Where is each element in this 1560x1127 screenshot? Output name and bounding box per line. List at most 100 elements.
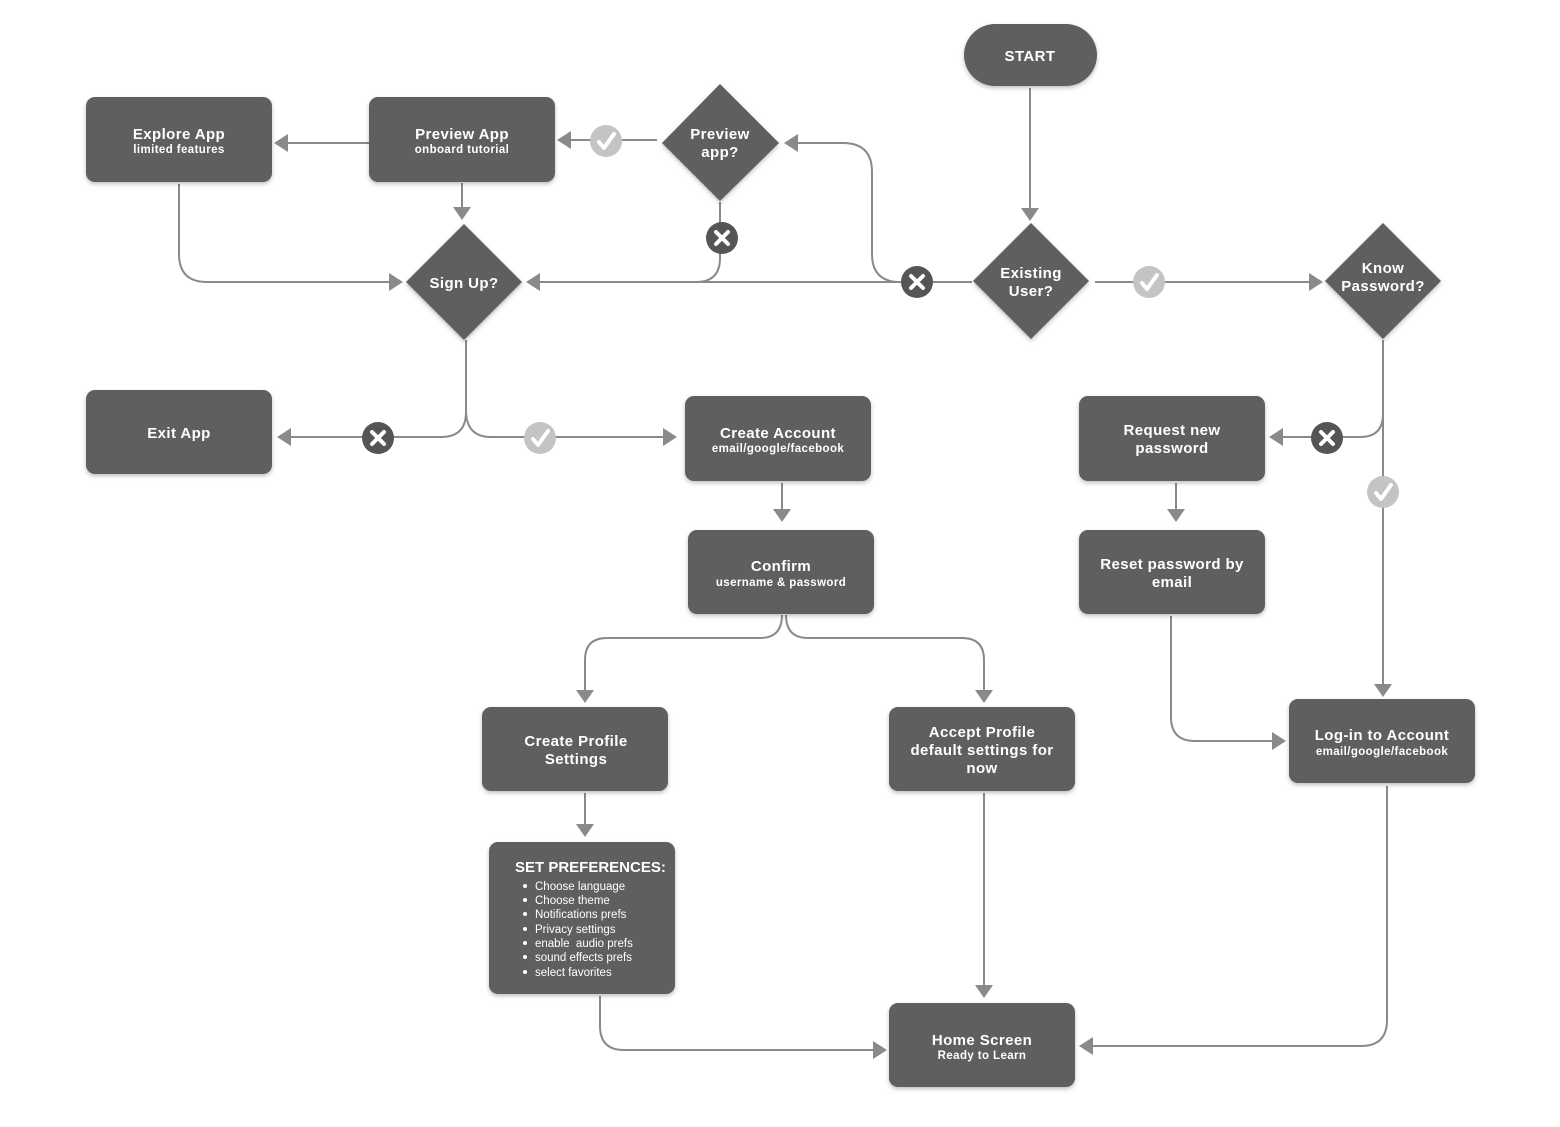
exit-app-title: Exit App bbox=[147, 425, 210, 442]
preview-app-decision bbox=[662, 84, 779, 201]
login-node bbox=[1289, 699, 1475, 783]
connector-login-home bbox=[1093, 786, 1388, 1047]
preference-item: enable audio prefs bbox=[535, 938, 633, 950]
arrowhead bbox=[1374, 684, 1392, 697]
arrowhead bbox=[1021, 208, 1039, 221]
confirm-title: Confirm bbox=[751, 558, 811, 575]
accept-profile-line-2: default settings for bbox=[910, 742, 1053, 759]
connector-preferences-home bbox=[599, 996, 873, 1051]
arrowhead bbox=[576, 824, 594, 837]
explore-app-node bbox=[86, 97, 272, 182]
yes-check-icon bbox=[1133, 266, 1165, 298]
arrowhead bbox=[975, 985, 993, 998]
request-password-node bbox=[1079, 396, 1265, 481]
confirm-node bbox=[688, 530, 874, 614]
connector-explore-signup bbox=[178, 184, 390, 283]
yes-check-icon bbox=[590, 125, 622, 157]
arrowhead bbox=[274, 134, 288, 152]
signup-decision bbox=[406, 224, 522, 340]
preference-item: Privacy settings bbox=[535, 924, 616, 936]
connector-preview-no-signup bbox=[538, 202, 721, 283]
accept-profile-line-1: Accept Profile bbox=[929, 724, 1035, 741]
markers bbox=[362, 125, 1399, 508]
arrowhead bbox=[453, 207, 471, 220]
connectors bbox=[178, 88, 1392, 1059]
preview-app-title: Preview App bbox=[415, 126, 509, 143]
arrowhead bbox=[1269, 428, 1283, 446]
create-profile-line-2: Settings bbox=[545, 751, 607, 768]
connector-confirm-create-profile bbox=[584, 614, 783, 690]
home-screen-subtitle: Ready to Learn bbox=[938, 1050, 1027, 1062]
set-preferences-node bbox=[489, 842, 675, 994]
know-password-decision bbox=[1325, 223, 1441, 339]
bullet-icon bbox=[523, 970, 527, 974]
bullet-icon bbox=[523, 955, 527, 959]
bullet-icon bbox=[523, 912, 527, 916]
yes-check-icon bbox=[524, 422, 556, 454]
preview-app-node bbox=[369, 97, 555, 182]
preview-decision-line-2: app? bbox=[701, 144, 738, 161]
start-label: START bbox=[1005, 48, 1056, 65]
arrowhead bbox=[975, 690, 993, 703]
yes-check-icon bbox=[1367, 476, 1399, 508]
bullet-icon bbox=[523, 898, 527, 902]
no-x-icon bbox=[1311, 422, 1343, 454]
existing-user-decision bbox=[973, 223, 1089, 339]
arrowhead bbox=[389, 273, 403, 291]
login-subtitle: email/google/facebook bbox=[1316, 746, 1449, 758]
set-preferences-heading: SET PREFERENCES: bbox=[515, 859, 666, 876]
know-password-line-1: Know bbox=[1362, 260, 1404, 277]
no-x-icon bbox=[901, 266, 933, 298]
bullet-icon bbox=[523, 884, 527, 888]
connector-signup-yes-create bbox=[465, 409, 664, 438]
create-profile-line-1: Create Profile bbox=[524, 733, 627, 750]
preference-item: Notifications prefs bbox=[535, 909, 627, 921]
preview-decision-line-1: Preview bbox=[690, 126, 750, 143]
exit-app-node bbox=[86, 390, 272, 474]
no-x-icon bbox=[362, 422, 394, 454]
preference-item: Choose language bbox=[535, 881, 625, 893]
preview-app-subtitle: onboard tutorial bbox=[415, 144, 510, 156]
create-account-subtitle: email/google/facebook bbox=[712, 443, 845, 455]
connector-existing-no-preview bbox=[797, 142, 901, 283]
arrowhead bbox=[873, 1041, 887, 1059]
home-screen-node bbox=[889, 1003, 1075, 1087]
create-account-node bbox=[685, 396, 871, 481]
explore-app-subtitle: limited features bbox=[133, 144, 224, 156]
preference-item: select favorites bbox=[535, 967, 612, 979]
confirm-subtitle: username & password bbox=[716, 577, 846, 589]
reset-password-node bbox=[1079, 530, 1265, 614]
arrowhead bbox=[1309, 273, 1323, 291]
create-profile-node bbox=[482, 707, 668, 791]
connector-reset-login bbox=[1170, 616, 1272, 742]
reset-password-line-2: email bbox=[1152, 574, 1192, 591]
login-title: Log-in to Account bbox=[1315, 727, 1450, 744]
reset-password-line-1: Reset password by bbox=[1100, 556, 1244, 573]
connector-know-no-request bbox=[1282, 340, 1384, 438]
existing-user-line-2: User? bbox=[1009, 283, 1054, 300]
know-password-line-2: Password? bbox=[1341, 278, 1425, 295]
existing-user-line-1: Existing bbox=[1000, 265, 1062, 282]
bullet-icon bbox=[523, 927, 527, 931]
arrowhead bbox=[1079, 1037, 1093, 1055]
request-password-line-1: Request new bbox=[1124, 422, 1221, 439]
preference-item: Choose theme bbox=[535, 895, 610, 907]
arrowhead bbox=[1272, 732, 1286, 750]
connector-confirm-accept-profile bbox=[785, 614, 985, 690]
arrowhead bbox=[663, 428, 677, 446]
accept-profile-node bbox=[889, 707, 1075, 791]
arrowhead bbox=[526, 273, 540, 291]
arrowhead bbox=[277, 428, 291, 446]
explore-app-title: Explore App bbox=[133, 126, 225, 143]
request-password-line-2: password bbox=[1135, 440, 1208, 457]
bullet-icon bbox=[523, 941, 527, 945]
signup-label: Sign Up? bbox=[429, 275, 498, 292]
arrowhead bbox=[773, 509, 791, 522]
preferences-list: Choose language Choose theme Notificatio… bbox=[523, 881, 633, 979]
preference-item: sound effects prefs bbox=[535, 952, 632, 964]
arrowhead bbox=[557, 131, 571, 149]
arrowhead bbox=[576, 690, 594, 703]
create-account-title: Create Account bbox=[720, 425, 836, 442]
no-x-icon bbox=[706, 222, 738, 254]
